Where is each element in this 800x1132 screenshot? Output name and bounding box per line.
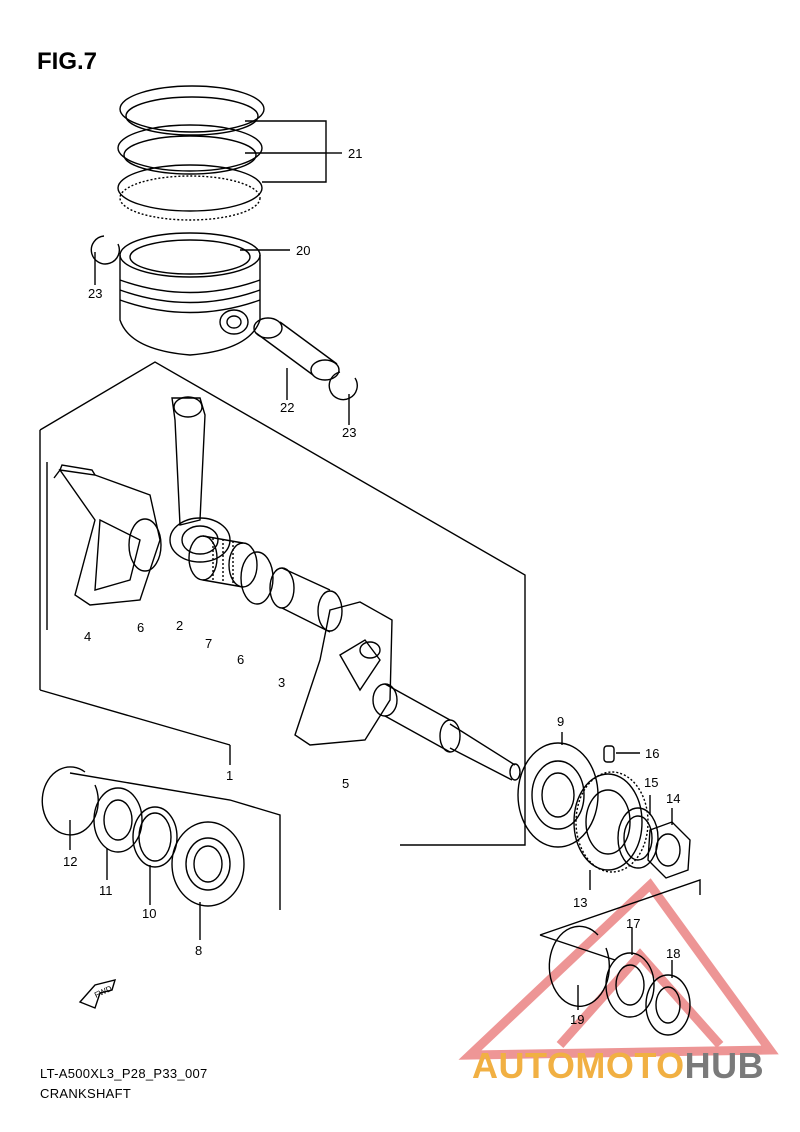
callout-19: 19 — [570, 1012, 584, 1027]
callout-12: 12 — [63, 854, 77, 869]
diagram-name: CRANKSHAFT — [40, 1086, 132, 1101]
nut-14 — [647, 821, 691, 879]
callout-4: 4 — [84, 629, 91, 644]
watermark-part1: AUTOMOTO — [472, 1045, 685, 1086]
circlip-12 — [41, 766, 99, 836]
needle-bearing — [188, 535, 258, 588]
diagram-code: LT-A500XL3_P28_P33_007 — [40, 1066, 208, 1081]
callout-7: 7 — [205, 636, 212, 651]
crank-half-right — [294, 601, 393, 746]
bearing-8 — [171, 821, 245, 907]
connecting-rod — [169, 396, 231, 563]
callout-23-right: 23 — [342, 425, 356, 440]
callout-14: 14 — [666, 791, 680, 806]
circlip-left — [90, 235, 121, 265]
fwd-arrow-icon: FWD — [78, 979, 117, 1009]
callout-3: 3 — [278, 675, 285, 690]
callout-23-left: 23 — [88, 286, 102, 301]
piston-pin — [253, 317, 340, 381]
key-16 — [603, 745, 615, 763]
callout-9: 9 — [557, 714, 564, 729]
assembly-bracket — [39, 361, 526, 846]
bearing-9 — [517, 742, 599, 848]
bearing-18 — [645, 974, 691, 1036]
crank-half-left — [53, 464, 161, 606]
piston — [119, 232, 261, 356]
callout-2: 2 — [176, 618, 183, 633]
figure-title: FIG.7 — [37, 48, 98, 75]
watermark-part2: HUB — [684, 1045, 765, 1086]
callout-15: 15 — [644, 775, 658, 790]
piston-rings — [117, 85, 265, 221]
primary-gear-13 — [573, 771, 649, 873]
callout-10: 10 — [142, 906, 156, 921]
oil-seal-11 — [93, 787, 143, 853]
watermark-text: AUTOMOTOHUB — [472, 1045, 764, 1087]
callout-20: 20 — [296, 243, 310, 258]
circlip-right — [328, 371, 358, 401]
callout-16: 16 — [645, 746, 659, 761]
crank-pin — [269, 567, 343, 633]
washer-left — [128, 518, 162, 572]
lower-bracket — [69, 772, 281, 910]
callout-1: 1 — [226, 768, 233, 783]
callout-6-right: 6 — [237, 652, 244, 667]
callout-22: 22 — [280, 400, 294, 415]
spacer-15 — [617, 807, 659, 869]
callout-8: 8 — [195, 943, 202, 958]
washer-right — [240, 551, 274, 605]
callout-17: 17 — [626, 916, 640, 931]
crankshaft-right-shaft — [372, 683, 521, 781]
spacer-10 — [132, 806, 178, 868]
callout-5: 5 — [342, 776, 349, 791]
callout-11: 11 — [99, 883, 113, 898]
callout-18: 18 — [666, 946, 680, 961]
oil-seal-17 — [605, 952, 655, 1018]
lower-right-bracket — [539, 879, 701, 936]
callout-13: 13 — [573, 895, 587, 910]
callout-6-left: 6 — [137, 620, 144, 635]
callout-21: 21 — [348, 146, 362, 161]
